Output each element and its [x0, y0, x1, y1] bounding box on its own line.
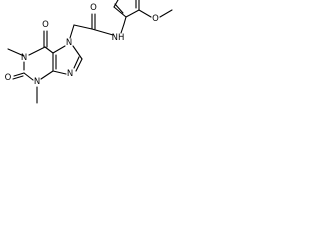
bond-ring-3-4	[113, 6, 127, 18]
atom-n9: N	[67, 69, 73, 79]
bond-ch2-ring	[123, 16, 127, 25]
atom-n3: N	[34, 77, 40, 87]
atom-o2: O	[5, 73, 12, 83]
atom-o-methoxy: O	[152, 14, 159, 24]
bond-ring-methoxy	[138, 9, 152, 18]
bond-ring-3-4-inner	[114, 3, 124, 14]
atom-o-amide: O	[90, 3, 97, 13]
bond-c5-c6	[44, 46, 54, 54]
bond-carbonyl-nh	[91, 28, 114, 36]
bond-c6-n1	[28, 46, 46, 56]
bond-methoxy-ch3	[159, 9, 173, 18]
atom-n1: N	[21, 53, 27, 63]
bond-c2-o-double	[12, 75, 24, 80]
bond-c2-n3	[23, 72, 34, 81]
bond-n7-c8	[72, 45, 83, 60]
bond-c8-n9	[75, 58, 83, 72]
bond-n3-c4	[40, 70, 54, 80]
bond-c2-o	[13, 72, 25, 77]
bond-c8-n9-double	[73, 56, 80, 69]
molecule-structure: O N N O N N NH O O	[5, 0, 173, 104]
bond-ch2-carbonyl	[73, 24, 93, 30]
bond-n9-c4	[52, 70, 67, 75]
bond-n1-methyl	[7, 48, 25, 57]
bond-nh-ch2	[120, 23, 125, 34]
atom-labels: O N N O N N NH O O	[5, 3, 160, 87]
atom-o-top: O	[42, 20, 49, 30]
bond-ring-4-top	[113, 0, 119, 8]
atom-nh: NH	[112, 33, 125, 43]
bond-n7-ch2	[69, 24, 75, 39]
bonds	[7, 0, 173, 104]
atom-n7: N	[66, 38, 72, 48]
bond-c5-n7	[52, 45, 66, 54]
bond-ring-1-2	[125, 9, 140, 18]
